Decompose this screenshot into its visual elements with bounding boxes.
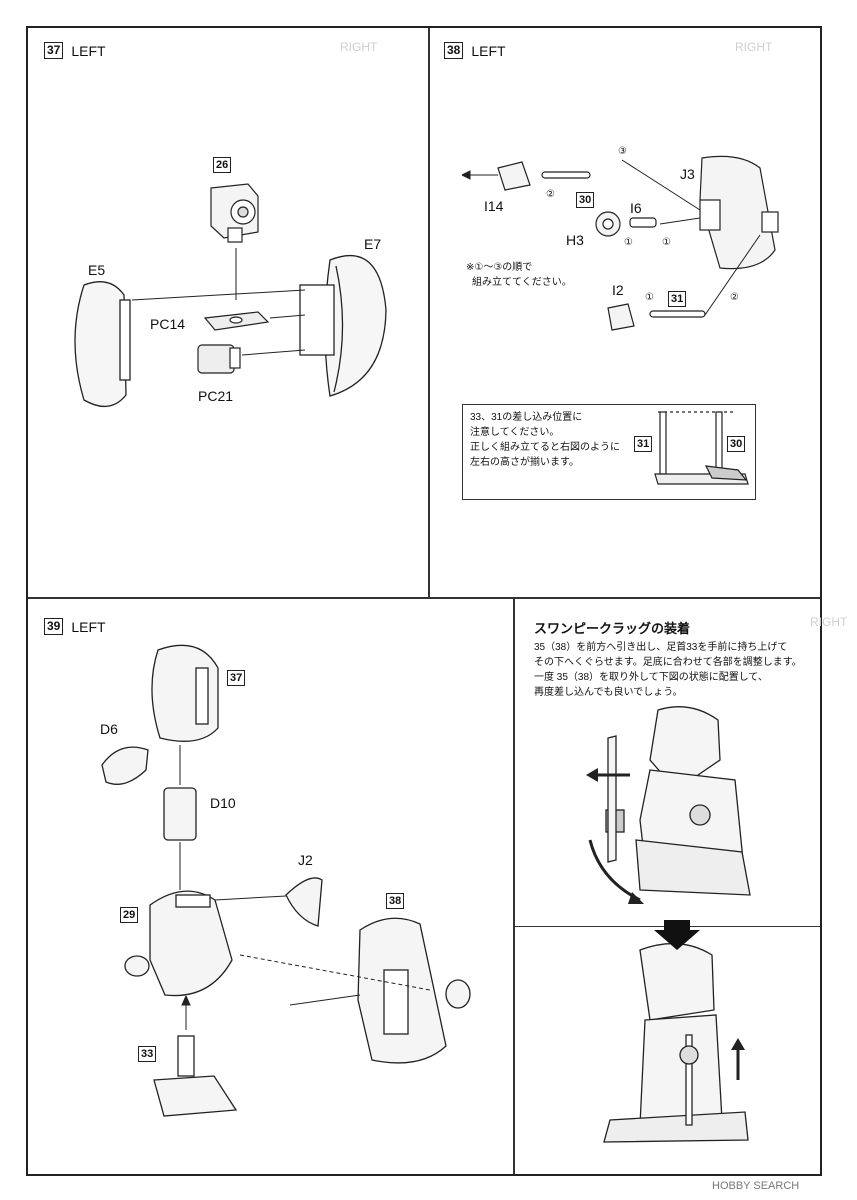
step-37-number: 37 [44,42,64,59]
part-31-label: 31 [668,291,687,307]
ghost-right-1: RIGHT [340,40,378,54]
part-33-label: 33 [138,1046,157,1062]
order-note-line2: 組み立ててください。 [472,277,572,288]
part-i14-label: I14 [484,198,504,214]
divider-vertical-top [428,28,430,598]
step-39-title: LEFT [71,618,106,635]
step-39-header: 39 LEFT [44,618,106,635]
order-mark-1a: ① [624,237,633,248]
order-mark-2b: ② [730,292,739,303]
part-j2-label: J2 [298,852,313,868]
part-pc21-label: PC21 [198,388,234,404]
part-e5-label: E5 [88,262,106,278]
part-26-label: 26 [213,157,232,173]
step-37-title: LEFT [71,42,106,59]
step-37-header: 37 LEFT [44,42,106,59]
part-38-label: 38 [386,893,405,909]
divider-horizontal [28,597,820,599]
insert-note-line4: 左右の高さが揃います。 [470,457,579,468]
order-note-line1: ※①～③の順で [466,262,533,273]
part-i2-label: I2 [612,282,624,298]
part-37-label: 37 [227,670,246,686]
claw-title: スワンピークラッグの装着 [534,621,691,636]
part-h3-label: H3 [566,232,584,248]
insert-note-box [462,404,756,500]
claw-line1: 35（38）を前方へ引き出し、足首33を手前に持ち上げて [534,642,788,653]
part-j3-label: J3 [680,166,695,182]
divider-vertical-bottom [513,598,515,1174]
part-30-label: 30 [576,192,595,208]
insert-note-line2: 注意してください。 [470,427,560,438]
order-mark-2a: ② [546,189,555,200]
ghost-right-2: RIGHT [735,40,773,54]
claw-line4: 再度差し込んでも良いでしょう。 [534,687,683,698]
step-39-number: 39 [44,618,64,635]
order-mark-1b: ① [662,237,671,248]
part-29-label: 29 [120,907,139,923]
claw-line3: 一度 35（38）を取り外して下図の状態に配置して、 [534,672,768,683]
insert-part-31: 31 [634,436,653,452]
insert-part-30: 30 [727,436,746,452]
insert-note-line1: 33、31の差し込み位置に [470,412,583,423]
part-d10-label: D10 [210,795,236,811]
part-d6-label: D6 [100,721,118,737]
insert-note-line3: 正しく組み立てると右図のように [470,442,620,453]
watermark: HOBBY SEARCH [712,1180,800,1192]
part-pc14-label: PC14 [150,316,186,332]
step-38-number: 38 [444,42,464,59]
step-38-header: 38 LEFT [444,42,506,59]
order-mark-3: ③ [618,146,627,157]
order-mark-1c: ① [645,292,654,303]
ghost-right-3: RIGHT [810,615,848,629]
part-e7-label: E7 [364,236,382,252]
instruction-sheet [26,26,822,1176]
step-38-title: LEFT [471,42,506,59]
part-i6-label: I6 [630,200,642,216]
claw-line2: その下へくぐらせます。足底に合わせて各部を調整します。 [534,657,802,668]
